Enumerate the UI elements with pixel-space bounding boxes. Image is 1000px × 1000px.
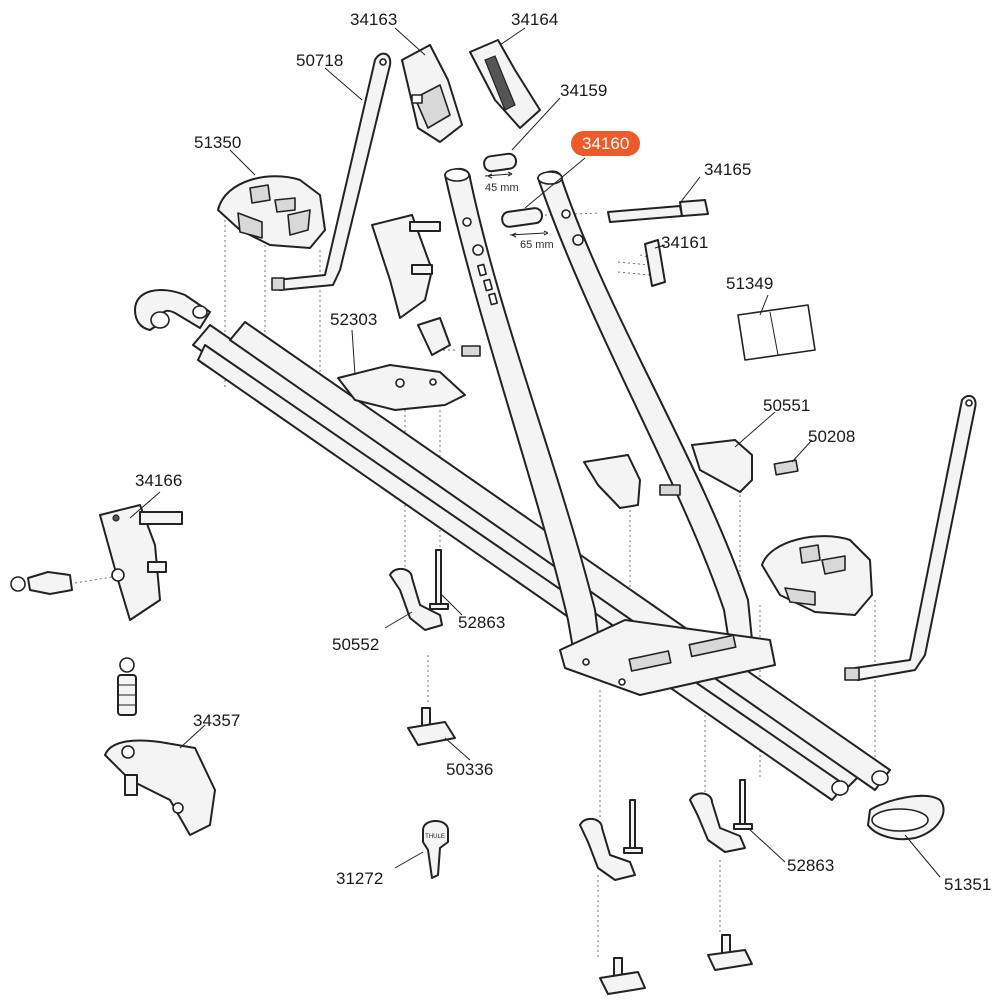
- part-52303-bracket: [337, 364, 466, 411]
- upright-arms: [444, 167, 776, 696]
- part-label-50208: 50208: [808, 427, 856, 446]
- part-label-34357: 34357: [193, 711, 241, 730]
- part-50718-strap: [271, 52, 392, 291]
- part-label-52863-upper: 52863: [458, 613, 506, 632]
- part-34166-lock-bracket: [10, 504, 183, 621]
- part-50336-t-bolts: [407, 707, 753, 995]
- part-51349-sticker: [737, 304, 816, 361]
- part-label-34165: 34165: [704, 160, 752, 179]
- part-label-52303: 52303: [330, 310, 378, 329]
- part-label-52863-lower: 52863: [787, 856, 835, 875]
- part-51350-wheel-cradle: [217, 175, 326, 249]
- part-34165-bolt: [607, 199, 709, 223]
- part-34357-bracket: [104, 657, 216, 836]
- part-50552-u-clamp: [389, 567, 746, 881]
- part-52863-bolts: [429, 549, 753, 854]
- part-label-51350: 51350: [194, 133, 242, 152]
- part-label-34161: 34161: [661, 233, 709, 252]
- part-50551-clamp: [583, 439, 799, 509]
- part-label-31272: 31272: [336, 869, 384, 888]
- key-brand-text: THULE: [425, 834, 445, 840]
- dimension-65mm: 65 mm: [520, 239, 554, 251]
- part-label-50551: 50551: [763, 396, 811, 415]
- part-34161-clip: [644, 239, 666, 287]
- part-label-50718: 50718: [296, 51, 344, 70]
- part-34164-grip: [469, 39, 541, 129]
- part-label-51349: 51349: [726, 274, 774, 293]
- dimension-arrows: [487, 171, 549, 238]
- part-label-34160-highlighted[interactable]: 34160: [571, 131, 641, 156]
- dimension-45mm: 45 mm: [485, 182, 519, 194]
- part-label-50552: 50552: [332, 635, 380, 654]
- leader-lines: [129, 27, 941, 878]
- part-label-34159: 34159: [560, 81, 608, 100]
- spacer-sleeves: [483, 152, 546, 236]
- part-label-34166: 34166: [135, 471, 183, 490]
- part-34163-grip: [401, 44, 463, 143]
- part-31272-key: THULE: [422, 820, 449, 879]
- part-strap-right: [844, 394, 977, 681]
- part-label-34163: 34163: [350, 10, 398, 29]
- part-lever-bracket: [371, 214, 481, 357]
- part-label-51351: 51351: [944, 875, 992, 894]
- part-label-34164: 34164: [511, 10, 559, 29]
- part-wheel-cradle-right: [761, 535, 873, 616]
- part-label-50336: 50336: [446, 760, 494, 779]
